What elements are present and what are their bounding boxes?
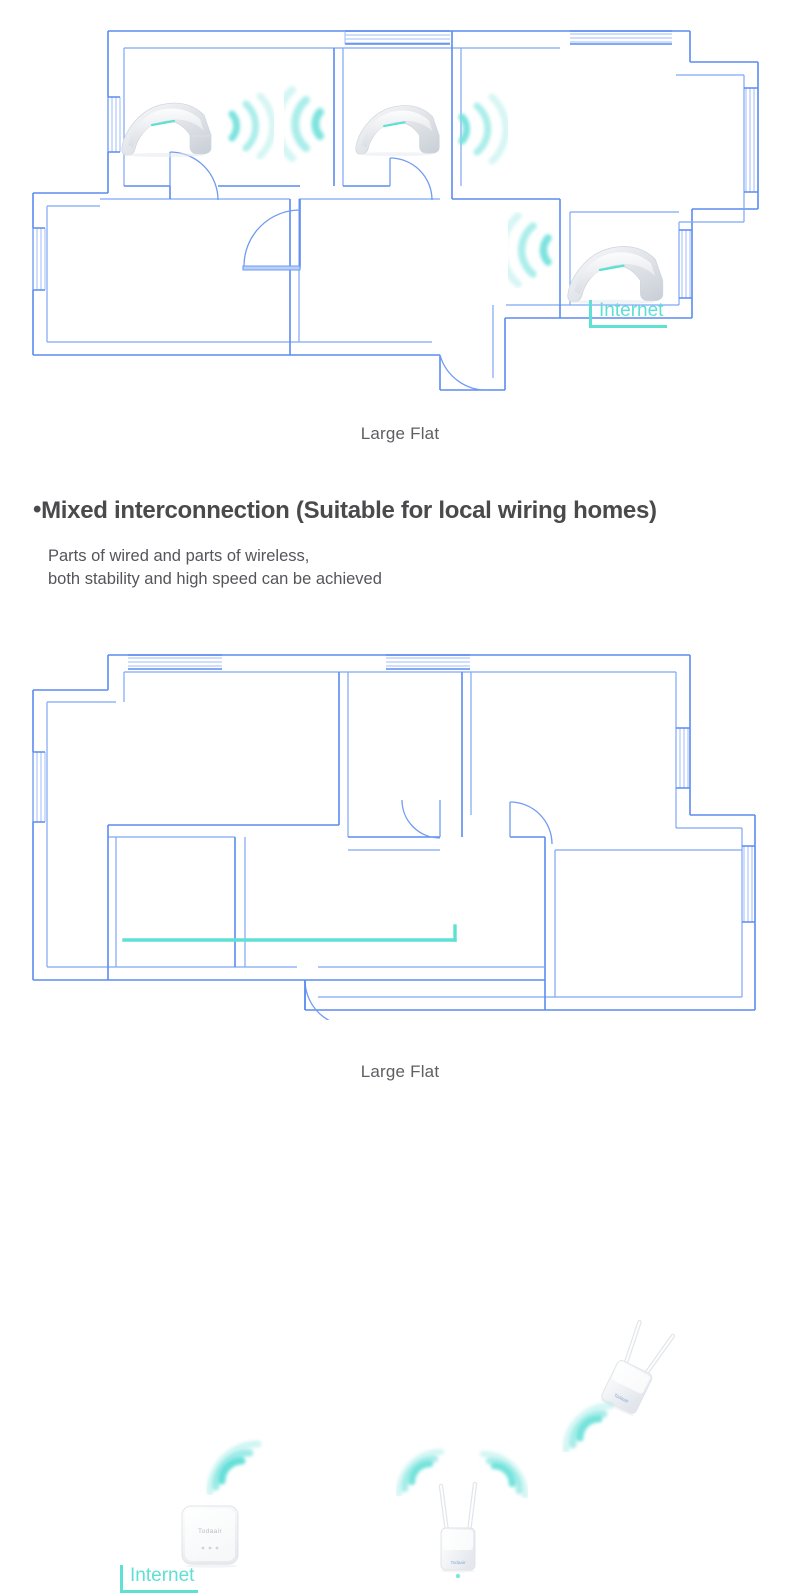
wireless-only-floor-plan: .w { fill:none; stroke:#5b8cf0; stroke-w… bbox=[0, 0, 800, 400]
arch-router-icon-2 bbox=[352, 98, 446, 156]
subtext-line-2: both stability and high speed can be ach… bbox=[48, 569, 382, 588]
arch-router-icon-1 bbox=[118, 95, 218, 157]
caption-top-plan: Large Flat bbox=[360, 424, 440, 443]
wifi-wave-icon-7 bbox=[474, 1442, 528, 1498]
section-heading: •Mixed interconnection (Suitable for loc… bbox=[0, 496, 800, 527]
door-arc-icon-group-bottom bbox=[304, 799, 553, 1020]
section-heading-text: Mixed interconnection (Suitable for loca… bbox=[41, 497, 657, 524]
svg-text:Todaair: Todaair bbox=[450, 1560, 466, 1565]
wifi-wave-icon-5 bbox=[206, 1435, 266, 1495]
arch-router-icon-3 bbox=[562, 238, 672, 304]
outer-walls bbox=[32, 30, 759, 391]
caption-bottom-plan: Large Flat bbox=[360, 1062, 440, 1081]
interior-walls bbox=[100, 31, 679, 355]
mixed-wired-wireless-floor-plan: .bw { fill:none; stroke:#5b8cf0; stroke-… bbox=[0, 640, 800, 1593]
ethernet-cable bbox=[122, 924, 457, 942]
wifi-wave-icon-2 bbox=[284, 84, 342, 164]
wifi-wave-icon-3 bbox=[452, 92, 508, 166]
svg-text:Todaair: Todaair bbox=[198, 1528, 223, 1535]
internet-label-bottom: Internet bbox=[120, 1565, 199, 1593]
mixed-interconnection-section: •Mixed interconnection (Suitable for loc… bbox=[0, 496, 800, 591]
bullet-icon: • bbox=[33, 495, 42, 523]
section-subtext: Parts of wired and parts of wireless, bo… bbox=[0, 545, 800, 591]
door-arc-icon-group bbox=[169, 151, 489, 391]
window-icon-group-bottom bbox=[32, 654, 755, 923]
inner-walls-bottom bbox=[46, 671, 743, 998]
wifi-wave-icon-1 bbox=[222, 92, 274, 160]
inner-walls bbox=[46, 47, 745, 378]
wifi-wave-icon-4 bbox=[508, 212, 564, 288]
square-access-point-icon-1: Todaair bbox=[178, 1502, 244, 1570]
window-icon-group bbox=[32, 30, 758, 299]
subtext-line-1: Parts of wired and parts of wireless, bbox=[48, 546, 310, 565]
wifi-wave-icon-8 bbox=[562, 1394, 618, 1452]
wifi-wave-icon-6 bbox=[396, 1440, 450, 1496]
floor-plan-top-svg: .w { fill:none; stroke:#5b8cf0; stroke-w… bbox=[32, 30, 759, 391]
interior-walls-bottom bbox=[107, 672, 742, 1010]
floor-plan-bottom-svg: .bw { fill:none; stroke:#5b8cf0; stroke-… bbox=[32, 654, 756, 1020]
internet-label-top: Internet bbox=[589, 300, 668, 328]
outer-walls-bottom bbox=[32, 654, 756, 1011]
